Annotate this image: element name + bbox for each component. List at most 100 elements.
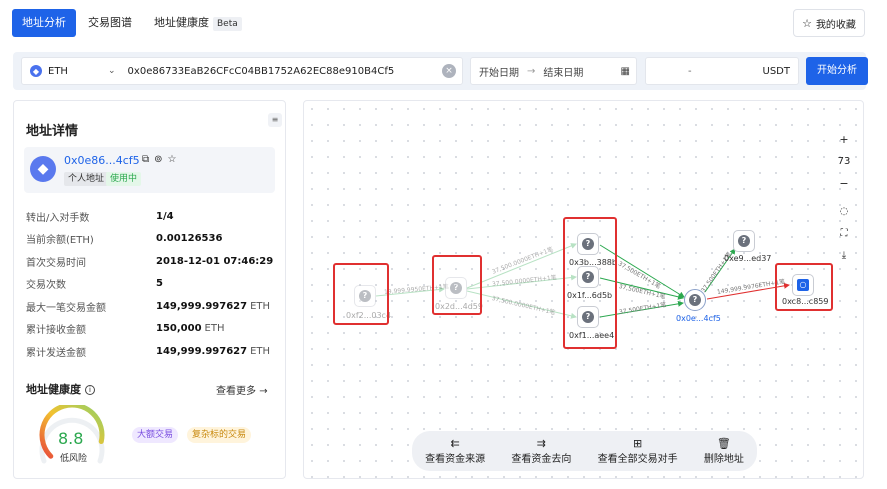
start-analysis-button[interactable]: 开始分析 [806, 57, 868, 85]
node-label: 0x3b...388b [569, 258, 617, 267]
pin-icon[interactable]: ⊚ [154, 154, 168, 165]
unknown-address-icon: ? [582, 238, 594, 250]
graph-node[interactable]: ? [577, 266, 599, 288]
fullscreen-icon[interactable]: ⛶ [840, 228, 848, 239]
stat-label: 最大一笔交易金额 [26, 302, 106, 314]
address-input[interactable]: 0x0e86733EaB26CFcC04BB1752A62EC88e910B4C… [127, 65, 395, 77]
beta-badge: Beta [213, 17, 242, 31]
arrow-right-icon: → [259, 386, 268, 397]
unknown-address-icon: ? [582, 311, 594, 323]
tab-address-analysis[interactable]: 地址分析 [12, 9, 76, 37]
action-label: 查看资金来源 [425, 454, 486, 465]
zoom-out-button[interactable]: − [839, 177, 849, 190]
stat-value: 2018-12-01 07:46:29 [156, 255, 274, 267]
node-label: 0xf2...03c4 [346, 311, 392, 320]
stat-unit: ETH [204, 323, 225, 335]
highlight-box [432, 255, 482, 315]
refresh-icon[interactable]: ◌ [839, 206, 849, 217]
edge-n7-n6 [704, 248, 736, 293]
list-left-icon: ⇇ [450, 437, 460, 450]
stat-label: 转出/入对手数 [26, 212, 90, 224]
chevron-down-icon[interactable]: ⌄ [108, 66, 116, 76]
address-actions: ⧉⊚☆ [142, 154, 182, 165]
exchange-logo-icon: ○ [797, 279, 809, 291]
node-label: 0x1f...6d5b [567, 291, 613, 300]
start-date-input[interactable]: 开始日期 [479, 67, 519, 79]
graph-node-exchange[interactable]: ○ [792, 274, 814, 296]
view-fund-source-button[interactable]: ⇇ 查看资金来源 [425, 437, 485, 465]
health-score: 8.8 [58, 429, 84, 448]
stat-label: 交易次数 [26, 280, 66, 292]
graph-node[interactable]: ? [577, 233, 599, 255]
action-label: 查看资金去向 [511, 454, 572, 465]
star-icon[interactable]: ☆ [167, 154, 182, 165]
graph-node[interactable]: ? [354, 285, 376, 307]
highlight-box [563, 217, 617, 349]
info-icon[interactable]: i [85, 385, 95, 395]
tag-personal-address: 个人地址 [64, 172, 109, 186]
chain-select[interactable]: ETH [48, 65, 68, 77]
stat-unit: ETH [250, 345, 271, 357]
view-fund-destination-button[interactable]: ⇉查看资金去向 [511, 437, 571, 465]
graph-node[interactable]: ? [445, 277, 467, 299]
health-title: 地址健康度 i [26, 381, 95, 397]
unknown-address-icon: ? [359, 290, 371, 302]
stat-value: 5 [156, 278, 163, 290]
address-card: ◆ 0x0e86...4cf5 ⧉⊚☆ 个人地址 使用中 [24, 147, 275, 193]
favorites-label: 我的收藏 [815, 19, 856, 31]
clear-icon[interactable]: × [442, 64, 456, 78]
arrow-right-icon: → [527, 65, 536, 77]
stat-row: 当前余额(ETH)0.00126536 [26, 228, 276, 251]
stat-label: 当前余额(ETH) [26, 235, 94, 247]
zoom-controls: + 73 − [833, 129, 855, 195]
amount-separator: - [688, 65, 692, 77]
date-range-picker[interactable]: 开始日期 → 结束日期 ▦ [470, 57, 637, 85]
edge-n3-n6 [599, 244, 685, 298]
stat-label: 累计发送金额 [26, 347, 86, 359]
node-label: 0xe9...ed37 [724, 254, 772, 263]
address-short[interactable]: 0x0e86...4cf5 [64, 154, 140, 167]
tab-transaction-graph[interactable]: 交易图谱 [88, 16, 132, 29]
graph-node[interactable]: ? [577, 306, 599, 328]
health-level: 低风险 [60, 454, 88, 464]
graph-node-center[interactable]: ? [684, 289, 706, 311]
unknown-address-icon: ? [689, 294, 701, 306]
delete-address-button[interactable]: 🗑删除地址 [704, 437, 744, 465]
view-all-counterparties-button[interactable]: ⊞查看全部交易对手 [598, 437, 678, 465]
action-label: 查看全部交易对手 [597, 454, 678, 465]
unknown-address-icon: ? [738, 235, 750, 247]
view-more-link[interactable]: 查看更多 → [216, 382, 268, 397]
graph-node[interactable]: ? [733, 230, 755, 252]
download-icon[interactable]: ⤓ [841, 250, 847, 261]
transaction-graph-canvas[interactable]: 19,999.9950ETH+1笔 37,500.0000ETH+1笔 37,5… [303, 100, 864, 479]
collapse-panel-icon[interactable]: ≡ [268, 113, 282, 127]
star-icon: ☆ [802, 16, 812, 30]
edge-n2-n5 [466, 290, 577, 319]
stat-value: 149,999.997627 [156, 345, 248, 357]
graph-action-bar: ⇇ 查看资金来源 ⇉查看资金去向 ⊞查看全部交易对手 🗑删除地址 [412, 431, 757, 471]
end-date-input[interactable]: 结束日期 [543, 67, 584, 79]
panel-title: 地址详情 [26, 124, 79, 139]
graph-tools: ◌ ⛶ ⤓ [833, 201, 855, 267]
tag-in-use: 使用中 [106, 172, 142, 186]
zoom-in-button[interactable]: + [839, 133, 849, 146]
copy-icon[interactable]: ⧉ [142, 154, 155, 165]
favorites-button[interactable]: ☆我的收藏 [793, 9, 865, 37]
node-label: 0xc8...c859 [782, 297, 829, 306]
health-title-text: 地址健康度 [26, 383, 81, 396]
health-tag-complex-tx: 复杂标的交易 [187, 427, 252, 443]
amount-range-field[interactable]: - USDT [645, 57, 799, 85]
stat-label: 累计接收金额 [26, 325, 86, 337]
health-gauge [39, 405, 105, 464]
search-bar: ◆ ETH ⌄ 0x0e86733EaB26CFcC04BB1752A62EC8… [13, 52, 868, 90]
unknown-address-icon: ? [582, 271, 594, 283]
highlight-box [775, 263, 833, 311]
eth-icon: ◆ [30, 65, 42, 77]
health-tag-large-tx: 大额交易 [132, 427, 179, 443]
